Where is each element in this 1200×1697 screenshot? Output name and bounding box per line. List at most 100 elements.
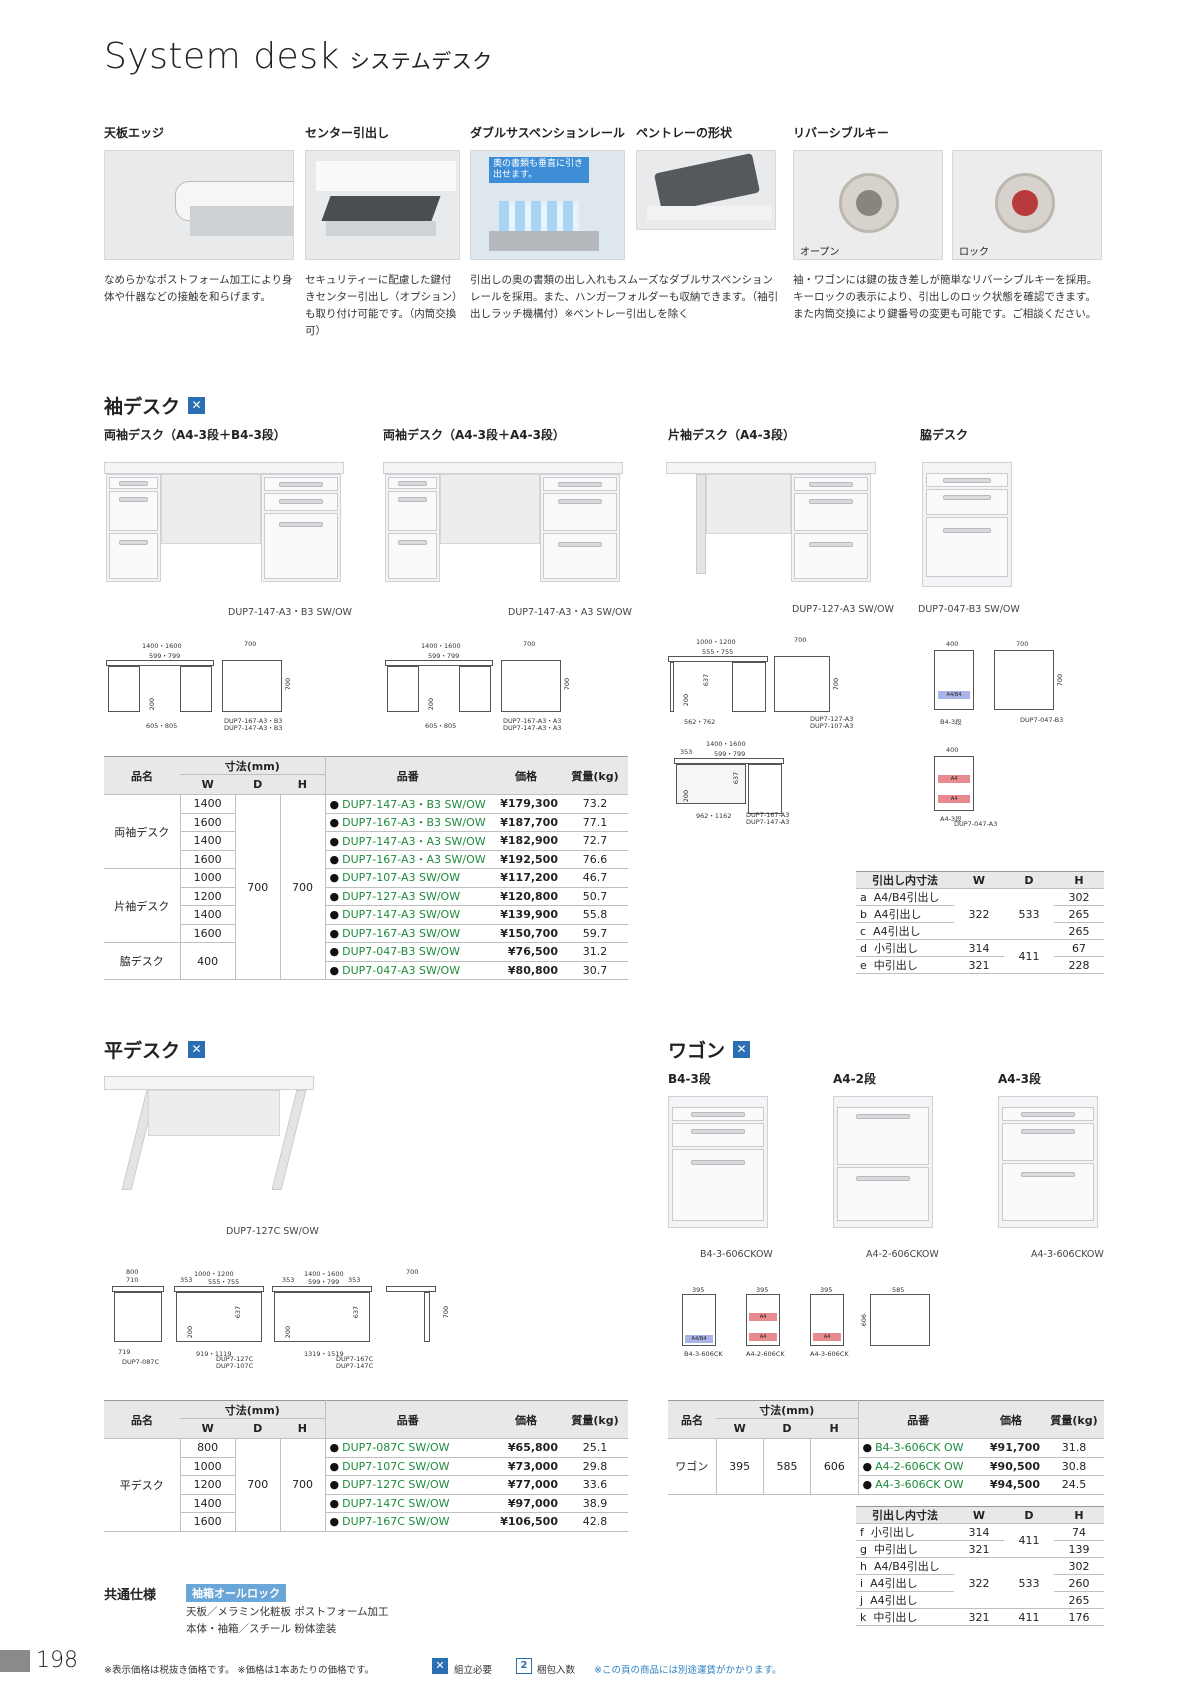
dimension-drawing: 400 A4/B4 B4-3段 700 700 DUP7-047-B3 xyxy=(930,640,1070,730)
lock-closed-photo: ロック xyxy=(952,150,1102,260)
assembly-tool-icon: ✕ xyxy=(733,1041,751,1058)
feature-label-edge: 天板エッジ xyxy=(104,126,165,140)
product-name: 両袖デスク（A4-3段＋A4-3段） xyxy=(383,428,565,442)
product-code: DUP7-047-B3 SW/OW xyxy=(918,604,1020,615)
product-code: A4-2-606CKOW xyxy=(866,1249,939,1260)
caption-lock: ロック xyxy=(959,247,989,258)
all-lock-badge: 袖箱オールロック xyxy=(186,1584,286,1602)
section-title-wagon: ワゴン✕ xyxy=(668,1036,751,1063)
section-title-hira: 平デスク✕ xyxy=(104,1036,206,1063)
feature-label-rail: ダブルサスペンションレール xyxy=(470,126,625,140)
center-drawer-photo xyxy=(305,150,460,260)
product-code: DUP7-147-A3・B3 SW/OW xyxy=(228,607,352,618)
package-count-icon: 2 xyxy=(516,1658,532,1674)
feature-desc-key: 袖・ワゴンには鍵の抜き差しが簡単なリバーシブルキーを採用。キーロックの表示により… xyxy=(793,274,1098,320)
feature-desc-center-drawer: セキュリティーに配慮した鍵付きセンター引出し（オプション）も取り付け可能です。（… xyxy=(305,274,458,337)
wagon-image-a4-2 xyxy=(833,1096,933,1228)
product-name: 脇デスク xyxy=(920,428,969,442)
edge-photo xyxy=(104,150,294,260)
dimension-drawing: 1400・1600 599・799 200 605・805 700 700 DU… xyxy=(104,640,314,740)
wagon-image-a4-3 xyxy=(998,1096,1098,1228)
product-code: DUP7-147-A3・A3 SW/OW xyxy=(508,607,632,618)
desk-image-flat xyxy=(104,1076,314,1206)
dimension-drawing: 1000・1200 555・755 637 200 562・762 700 70… xyxy=(666,636,866,736)
assembly-legend: 組立必要 xyxy=(454,1665,493,1676)
assembly-tool-icon: ✕ xyxy=(432,1658,448,1674)
section-title-sode: 袖デスク✕ xyxy=(104,392,206,419)
feature-label-key: リバーシブルキー xyxy=(793,126,889,140)
page-number: 198 xyxy=(36,1648,78,1673)
pentray-photo xyxy=(636,150,776,230)
desk-image-double-a3a3 xyxy=(383,462,623,582)
desk-image-double-a3b3 xyxy=(104,462,344,582)
wagon-image-b4-3 xyxy=(668,1096,768,1228)
wagon-type: A4-2段 xyxy=(833,1072,876,1086)
package-legend: 梱包入数 xyxy=(537,1665,576,1676)
desk-image-single-a3 xyxy=(666,462,876,582)
feature-label-center-drawer: センター引出し xyxy=(305,126,390,140)
product-code: B4-3-606CKOW xyxy=(700,1249,773,1260)
caption-open: オープン xyxy=(800,247,840,258)
product-code: A4-3-606CKOW xyxy=(1031,1249,1104,1260)
desk-image-side xyxy=(922,462,1012,587)
assembly-tool-icon: ✕ xyxy=(188,397,206,414)
footer-shipping-note: ※この頁の商品には別途運賃がかかります。 xyxy=(594,1665,782,1676)
product-name: 片袖デスク（A4-3段） xyxy=(668,428,795,442)
dimension-drawing: 400 A4 A4 A4-3段 DUP7-047-A3 xyxy=(930,746,1030,828)
common-spec-line: 天板／メラミン化粧板 ポストフォーム加工 xyxy=(186,1606,389,1618)
feature-desc-rail: 引出しの奥の書類の出し入れもスムーズなダブルサスペンションレールを採用。また、ハ… xyxy=(470,274,779,320)
dimension-drawing: 1400・1600 353 599・799 637 200 962・1162 D… xyxy=(666,738,826,828)
lock-open-photo: オープン xyxy=(793,150,943,260)
rail-overlay-text: 奥の書類も垂直に引き出せます。 xyxy=(489,157,589,183)
rail-photo: 奥の書類も垂直に引き出せます。 xyxy=(470,150,625,260)
common-spec-line: 本体・袖箱／スチール 粉体塗装 xyxy=(186,1623,337,1635)
assembly-tool-icon: ✕ xyxy=(188,1041,206,1058)
dimension-drawing: 800 710 719 DUP7-087C 1000・1200 353 555・… xyxy=(104,1268,464,1370)
product-code: DUP7-127C SW/OW xyxy=(226,1226,319,1237)
product-name: 両袖デスク（A4-3段＋B4-3段） xyxy=(104,428,286,442)
product-code: DUP7-127-A3 SW/OW xyxy=(792,604,894,615)
feature-label-pentray: ペントレーの形状 xyxy=(636,126,733,140)
page-tab xyxy=(0,1650,30,1672)
footer-note: ※表示価格は税抜き価格です。 ※価格は1本あたりの価格です。 xyxy=(104,1665,375,1676)
common-spec-label: 共通仕様 xyxy=(104,1588,157,1603)
feature-desc-edge: なめらかなポストフォーム加工により身体や什器などの接触を和らげます。 xyxy=(104,274,293,303)
wagon-type: B4-3段 xyxy=(668,1072,711,1086)
dimension-drawing: 395 A4/B4 B4-3-606CK 395 A4 A4 A4-2-606C… xyxy=(680,1286,950,1366)
dimension-drawing: 1400・1600 599・799 200 605・805 700 700 DU… xyxy=(383,640,593,740)
wagon-type: A4-3段 xyxy=(998,1072,1041,1086)
